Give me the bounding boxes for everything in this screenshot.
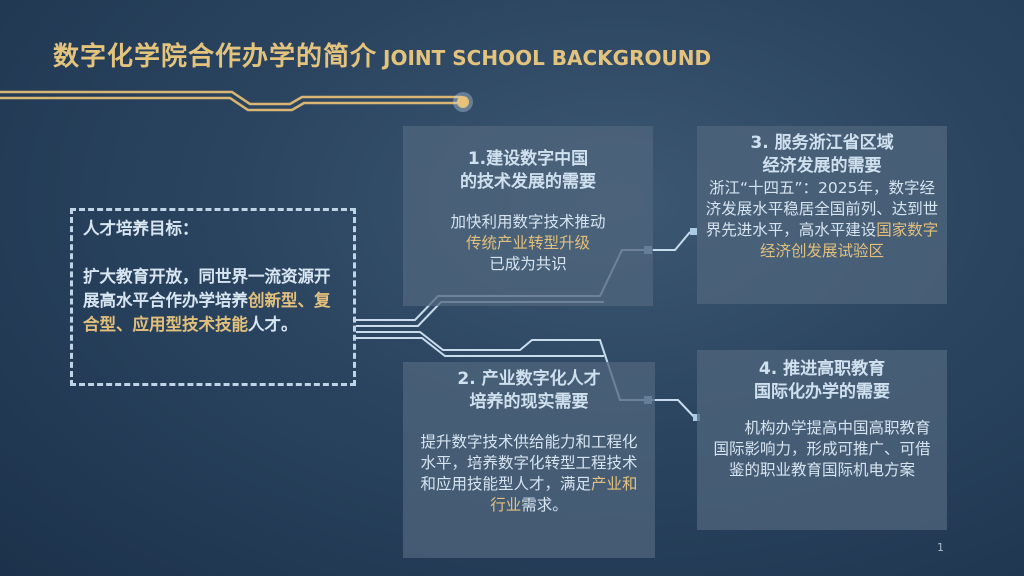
title-cn: 数字化学院合作办学的简介 [53, 42, 378, 72]
card-highlight: 传统产业转型升级 [465, 234, 590, 252]
card-title: 3. 服务浙江省区域 [750, 133, 894, 153]
page-number: 1 [937, 541, 944, 554]
card-zhejiang: 3. 服务浙江省区域 经济发展的需要 浙江“十四五”：2025年，数字经济发展水… [697, 126, 947, 304]
card-title: 的技术发展的需要 [460, 172, 596, 192]
goal-text-end: 人才。 [248, 315, 298, 334]
card-text-part: 提升数字技术供给能力和工程化水平，培养数字化转型工程技术和应用技能型人才，满足 [420, 433, 638, 493]
card-title: 1.建设数字中国 [467, 149, 589, 169]
goal-highlight: 创新型、复合型、应用型技术技能 [83, 291, 331, 334]
card-digital-china: 1.建设数字中国 的技术发展的需要 加快利用数字技术推动 传统产业转型升级 已成… [403, 126, 653, 306]
card-title: 经济发展的需要 [762, 156, 882, 176]
card-text: 加快利用数字技术推动 [450, 213, 606, 231]
card-title: 2. 产业数字化人才 [457, 369, 601, 389]
goal-text: 扩大教育开放，同世界一流资源开展高水平合作办学培养创新型、复合型、应用型技术技能… [83, 265, 343, 337]
card-text-end: 需求。 [521, 496, 568, 514]
card-internationalization: 4. 推进高职教育 国际化办学的需要 机构办学提高中国高职教育国际影响力，形成可… [697, 350, 947, 530]
card-text-part: 浙江“十四五”：2025年，数字经济发展水平稳居全国前列、达到世界先进水平，高水… [705, 179, 939, 239]
goal-text-part: 扩大教育开放，同世界一流资源开展高水平合作办学培养 [83, 267, 331, 310]
card-text: 提升数字技术供给能力和工程化水平，培养数字化转型工程技术和应用技能型人才，满足产… [417, 432, 641, 516]
card-title: 培养的现实需要 [469, 392, 589, 412]
card-text: 浙江“十四五”：2025年，数字经济发展水平稳居全国前列、达到世界先进水平，高水… [705, 178, 939, 262]
card-industry-talent: 2. 产业数字化人才 培养的现实需要 提升数字技术供给能力和工程化水平，培养数字… [403, 362, 655, 558]
title-en: JOINT SCHOOL BACKGROUND [383, 46, 712, 70]
card-text: 已成为共识 [489, 255, 567, 273]
card-text: 机构办学提高中国高职教育国际影响力，形成可推广、可借鉴的职业教育国际机电方案 [713, 419, 931, 479]
card-title: 4. 推进高职教育 [758, 359, 886, 379]
card-highlight: 产业和行业 [490, 475, 638, 514]
talent-goal-box: 人才培养目标： 扩大教育开放，同世界一流资源开展高水平合作办学培养创新型、复合型… [70, 208, 356, 386]
card-title: 国际化办学的需要 [754, 382, 890, 402]
goal-heading: 人才培养目标： [83, 219, 199, 238]
card-highlight: 国家数字经济创发展试验区 [759, 221, 939, 260]
